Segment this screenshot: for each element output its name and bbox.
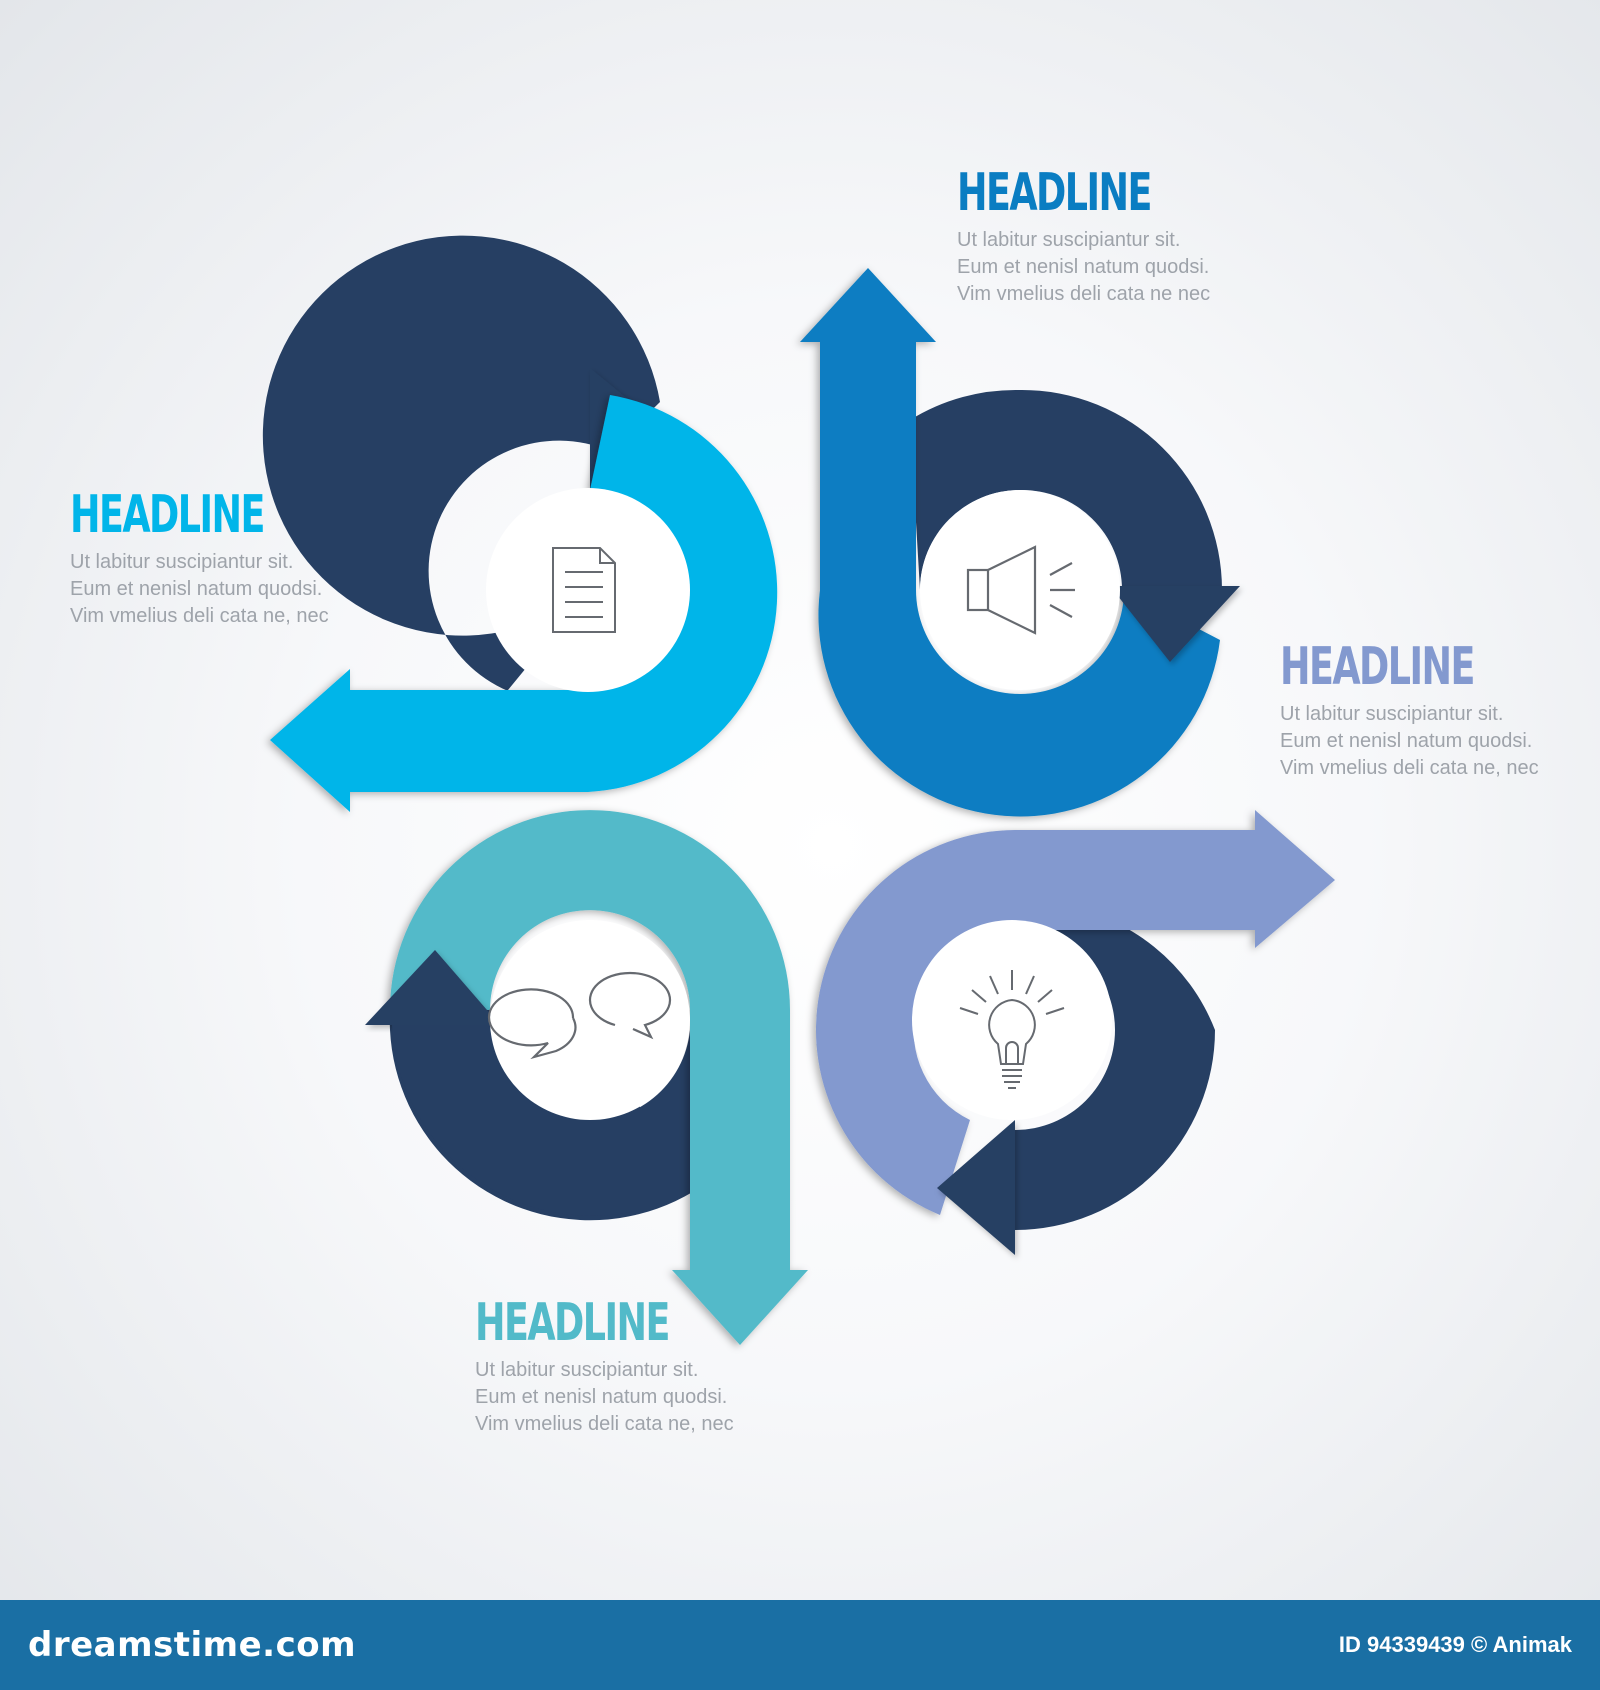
step-line: Ut labitur suscipiantur sit. <box>957 229 1181 251</box>
teal-arrow-body <box>390 810 808 1345</box>
step-block-right: HEADLINE Ut labitur suscipiantur sit. Eu… <box>1280 637 1540 782</box>
blue-arrow-body <box>800 268 1220 817</box>
step-line: Eum et nenisl natum quodsi. <box>475 1386 728 1408</box>
step-headline: HEADLINE <box>70 485 265 545</box>
navy-arc-top-right <box>1020 389 1223 590</box>
step-line: Ut labitur suscipiantur sit. <box>1280 703 1504 725</box>
step-line: Vim vmelius deli cata ne nec <box>957 283 1211 305</box>
navy-arrowhead-bottom-left <box>365 950 500 1025</box>
step-headline: HEADLINE <box>957 163 1152 223</box>
step-description: Ut labitur suscipiantur sit. Eum et neni… <box>70 549 330 630</box>
periwinkle-arrow-body <box>815 810 1335 1215</box>
navy-arc-top-left <box>262 235 660 691</box>
icon-circle-top-left <box>486 488 690 692</box>
cycle-top-left <box>262 235 778 812</box>
step-block-top-right: HEADLINE Ut labitur suscipiantur sit. Eu… <box>957 163 1217 308</box>
navy-arc-bottom-right <box>1015 1030 1215 1230</box>
step-line: Ut labitur suscipiantur sit. <box>475 1359 699 1381</box>
step-line: Eum et nenisl natum quodsi. <box>70 578 323 600</box>
watermark-site-name[interactable]: dreamstime.com <box>28 1625 357 1665</box>
cyan-arrow-body <box>270 395 778 812</box>
step-description: Ut labitur suscipiantur sit. Eum et neni… <box>475 1357 735 1438</box>
step-line: Eum et nenisl natum quodsi. <box>957 256 1210 278</box>
step-line: Vim vmelius deli cata ne, nec <box>70 605 329 627</box>
speaker-icon <box>966 545 1075 635</box>
navy-arrowhead-bottom-right <box>937 1120 1015 1255</box>
step-headline: HEADLINE <box>1280 637 1475 697</box>
step-description: Ut labitur suscipiantur sit. Eum et neni… <box>957 227 1217 308</box>
navy-arc-top-right-2 <box>910 389 1020 590</box>
step-block-bottom: HEADLINE Ut labitur suscipiantur sit. Eu… <box>475 1293 735 1438</box>
icon-circle-bottom-right <box>912 920 1112 1120</box>
navy-arrowhead-top-right <box>1110 586 1240 662</box>
document-icon <box>552 547 616 633</box>
step-line: Vim vmelius deli cata ne, nec <box>1280 757 1539 779</box>
icon-circle-bottom-left <box>490 920 690 1120</box>
cycle-top-right <box>800 268 1240 817</box>
chat-bubbles-icon <box>487 971 672 1060</box>
cycle-bottom-right <box>815 810 1335 1255</box>
lightbulb-icon <box>959 970 1065 1089</box>
step-headline: HEADLINE <box>475 1293 670 1353</box>
image-credit: ID 94339439 © Animak <box>1338 1632 1572 1657</box>
step-line: Eum et nenisl natum quodsi. <box>1280 730 1533 752</box>
cycle-bottom-left <box>365 810 808 1345</box>
navy-arc-bottom-left-tail <box>392 1025 640 1216</box>
step-line: Vim vmelius deli cata ne, nec <box>475 1413 734 1435</box>
step-line: Ut labitur suscipiantur sit. <box>70 551 294 573</box>
step-description: Ut labitur suscipiantur sit. Eum et neni… <box>1280 701 1540 782</box>
four-arrow-cycle-diagram <box>262 235 1335 1345</box>
step-block-top-left: HEADLINE Ut labitur suscipiantur sit. Eu… <box>70 485 330 630</box>
icon-circle-top-right <box>920 490 1120 690</box>
watermark-footer-bar: dreamstime.com ID 94339439 © Animak <box>0 1600 1600 1690</box>
